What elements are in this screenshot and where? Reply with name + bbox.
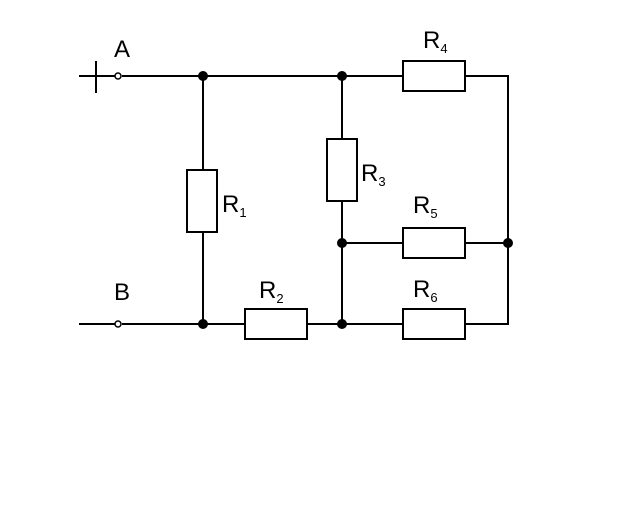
junction-node bbox=[198, 319, 208, 329]
resistor-label-r4: R4 bbox=[423, 27, 448, 56]
resistor-r3 bbox=[326, 138, 358, 202]
resistor-label-r2: R2 bbox=[259, 277, 284, 306]
resistor-label-r3: R3 bbox=[361, 160, 386, 189]
resistor-label-r5: R5 bbox=[413, 192, 438, 221]
resistor-r6 bbox=[402, 308, 466, 340]
junction-node bbox=[337, 319, 347, 329]
resistor-label-r1: R1 bbox=[222, 191, 247, 220]
junction-node bbox=[198, 71, 208, 81]
terminal-b-circle bbox=[114, 320, 122, 328]
terminal-a-label: A bbox=[114, 36, 130, 63]
wires bbox=[79, 75, 509, 325]
terminal-b-label: B bbox=[114, 279, 130, 306]
resistor-r2 bbox=[244, 308, 308, 340]
resistor-label-r6: R6 bbox=[413, 276, 438, 305]
terminal-a-circle bbox=[114, 72, 122, 80]
junction-node bbox=[503, 238, 513, 248]
junction-node bbox=[337, 238, 347, 248]
resistor-r4 bbox=[402, 60, 466, 92]
resistor-r5 bbox=[402, 227, 466, 259]
resistor-r1 bbox=[186, 169, 218, 233]
junction-node bbox=[337, 71, 347, 81]
